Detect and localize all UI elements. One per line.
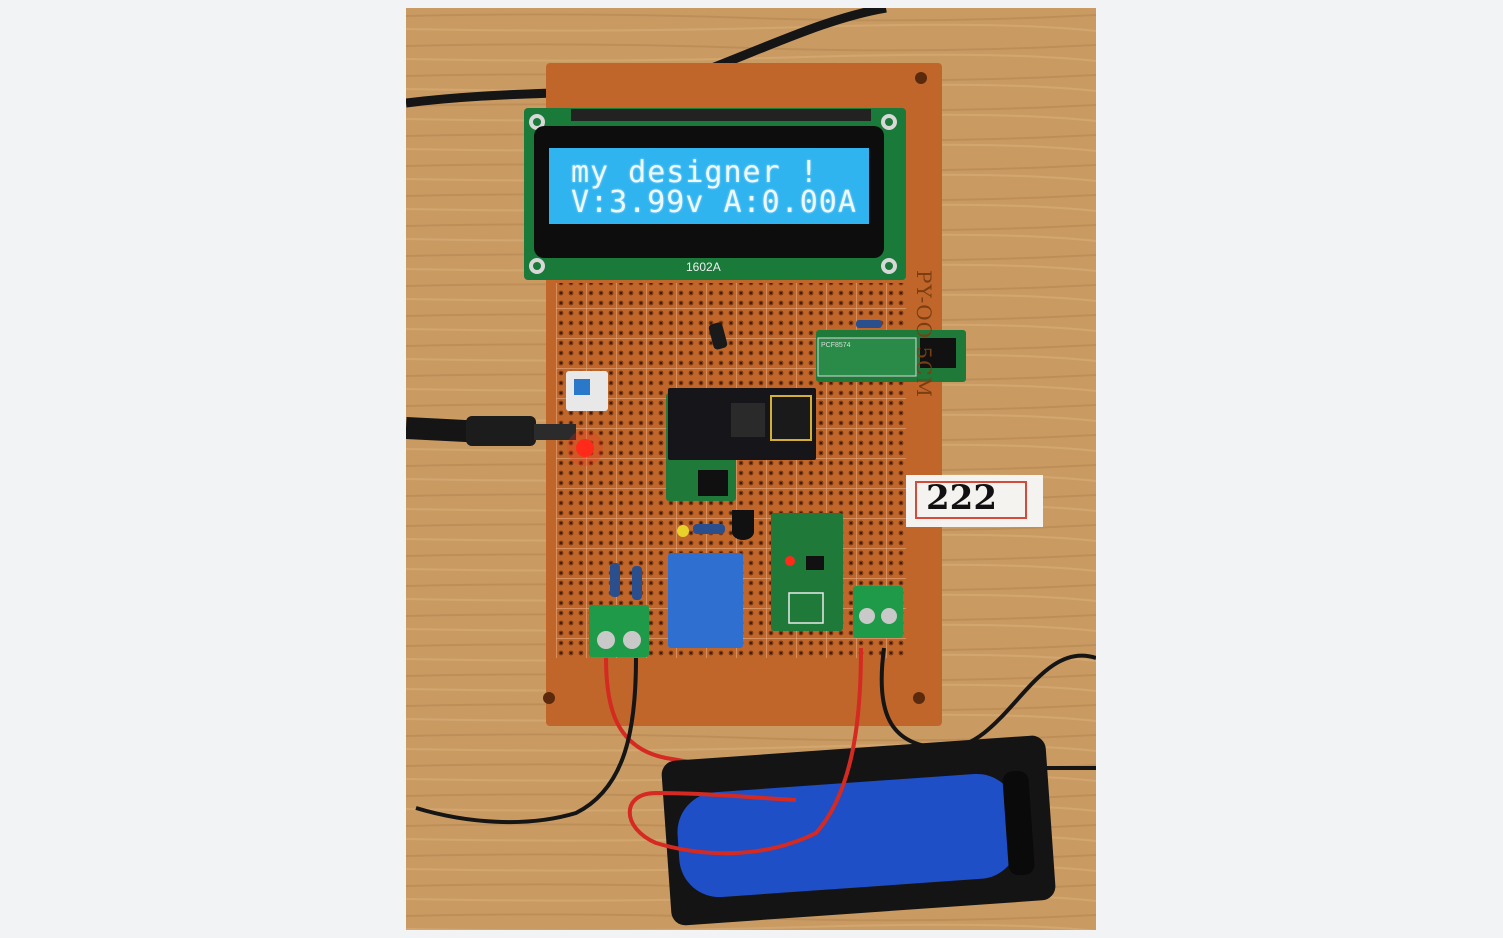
tag-number: 222 <box>926 478 997 518</box>
relay <box>668 553 743 648</box>
esp-chip <box>731 403 765 437</box>
yellow-led <box>677 525 689 537</box>
resistor <box>708 322 728 350</box>
pcb-side-text: PY-OO 5CM <box>912 270 936 398</box>
photo-scene <box>406 8 1096 930</box>
pcf-header <box>817 337 917 377</box>
lcd-screen <box>549 148 869 224</box>
esp-antenna <box>770 395 812 441</box>
dc-plug-tip <box>534 424 576 440</box>
dc-plug <box>466 416 536 446</box>
transistor <box>732 510 754 540</box>
red-wire-battery <box>627 647 863 856</box>
lcd-header-pins <box>571 109 871 121</box>
sensor-arrow-area <box>788 592 824 624</box>
pcf-chip-label: PCF8574 <box>821 342 851 349</box>
push-button-cap <box>574 379 590 395</box>
current-sensor-module <box>771 513 843 631</box>
resistor <box>610 563 620 597</box>
pcf-chip <box>920 338 956 368</box>
pcb-mount-hole <box>915 72 927 84</box>
pcb-mount-hole <box>913 692 925 704</box>
prototype-board-photo: my designer ! V:3.99v A:0.00A 1602A PCF8… <box>406 8 1096 930</box>
pcb-mount-hole <box>543 692 555 704</box>
battery-18650 <box>677 773 1019 898</box>
esp-regulator <box>698 470 728 496</box>
resistor <box>856 320 882 328</box>
resistor <box>693 524 725 534</box>
lcd-line-2: V:3.99v A:0.00A <box>571 185 857 220</box>
battery-end-cap <box>1002 770 1035 876</box>
current-sensor-chip <box>806 556 824 570</box>
resistor <box>632 566 642 600</box>
black-wire-left <box>415 657 638 825</box>
terminal-block-right <box>853 586 903 638</box>
lcd-line-1: my designer ! <box>571 155 819 190</box>
terminal-block-left <box>589 605 649 657</box>
power-led <box>576 439 594 457</box>
lcd-model-label: 1602A <box>686 260 721 274</box>
sensor-led <box>785 556 795 566</box>
